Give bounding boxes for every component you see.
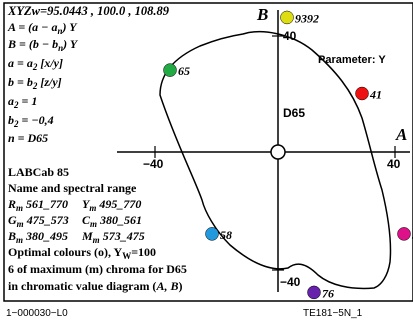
point-yellow (280, 10, 294, 25)
point-label-magenta: 34 (411, 228, 413, 242)
point-label-blue: 76 (322, 286, 334, 300)
formula-b2: b2 = −0,4 (8, 113, 54, 129)
header-xyzw: XYZw=95.0443 , 100.0 , 108.89 (7, 4, 170, 18)
tick-label-b-bottom: −40 (280, 275, 301, 289)
point-green (163, 63, 177, 77)
diagram-frame (3, 2, 413, 302)
formula-a2: a2 = 1 (8, 94, 37, 110)
point-label-cyan: 58 (220, 228, 232, 242)
point-label-yellow: 9392 (295, 11, 319, 25)
white-point-label: D65 (283, 106, 305, 120)
tick-label-a-right: 40 (387, 157, 401, 171)
formula-n: n = D65 (8, 131, 48, 145)
tick-label-a-left: −40 (143, 157, 164, 171)
formula-b: B = (b − bn) Y (7, 37, 79, 53)
points-layer: 9392 65 41 58 34 76 (163, 10, 413, 300)
footer-left: 1−000030−L0 (6, 308, 68, 319)
gamut-outline (159, 31, 392, 290)
info-range-title: Name and spectral range (8, 181, 137, 195)
formula-b-zy: b = b2 [z/y] (8, 75, 62, 91)
point-label-green: 65 (178, 64, 190, 78)
info-block: LABCab 85 Name and spectral range Rm 561… (7, 165, 187, 293)
parameter-label: Parameter: Y (318, 54, 386, 66)
point-cyan (205, 227, 219, 241)
axis-label-a: A (395, 125, 407, 144)
info-optimal: Optimal colours (o), YW=100 (8, 245, 156, 261)
point-blue (307, 285, 321, 300)
footer-right: TE181−5N_1 (303, 308, 363, 319)
point-red (355, 86, 369, 101)
info-chroma: 6 of maximum (m) chroma for D65 (8, 262, 187, 276)
formula-a: A = (a − an) Y (7, 20, 78, 36)
formula-block: A = (a − an) Y B = (b − bn) Y a = a2 [x/… (7, 20, 79, 145)
formula-a-xy: a = a2 [x/y] (8, 56, 63, 72)
point-magenta (397, 227, 411, 241)
tick-label-b-top: 40 (283, 29, 297, 43)
white-point-marker (270, 144, 286, 160)
axis-label-b: B (256, 5, 268, 24)
point-label-red: 41 (369, 88, 382, 102)
info-cab: LABCab 85 (8, 165, 69, 179)
info-diagram: in chromatic value diagram (A, B) (8, 279, 182, 293)
